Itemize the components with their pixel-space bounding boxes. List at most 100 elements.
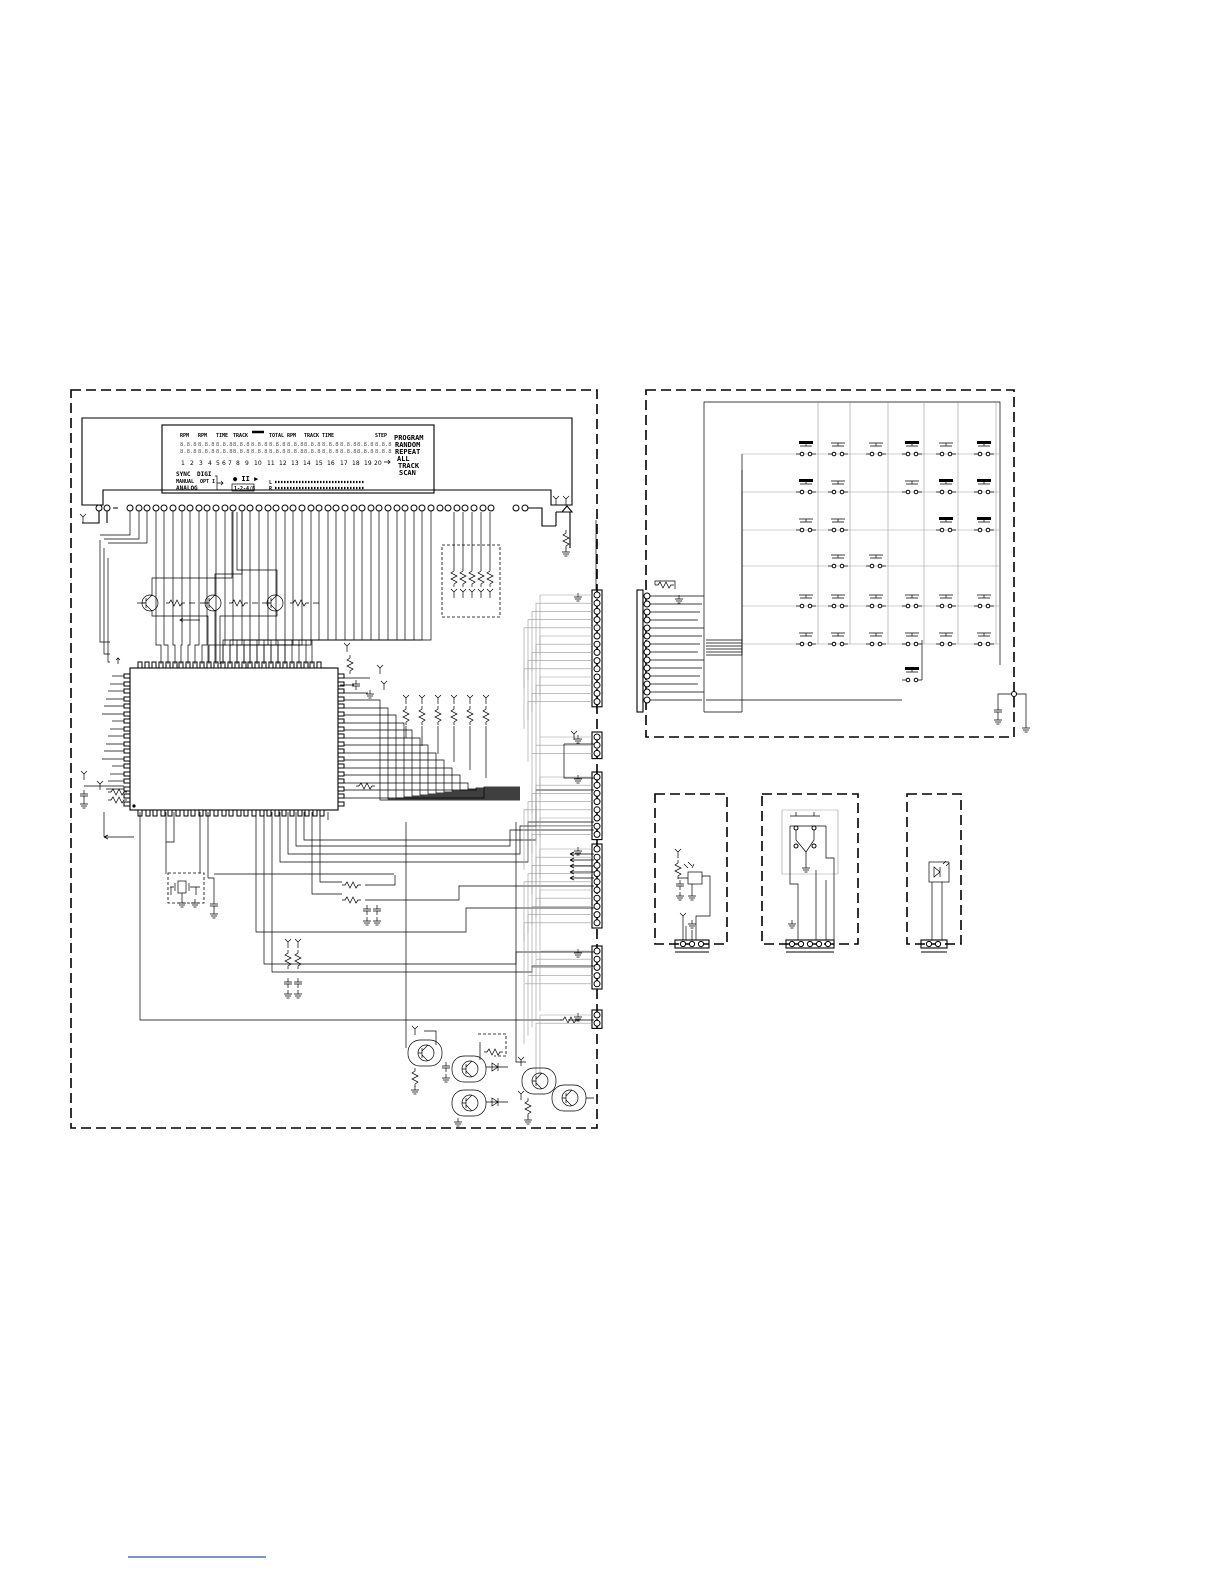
connector-pin [788,940,796,948]
play-symbols: ● II ▶ [233,475,259,483]
mode-opt: OPT I [200,479,215,485]
digit-number: 14 [303,460,311,467]
ground-symbol [573,734,583,744]
bus-wire [263,511,286,664]
connector-pin [593,814,601,822]
bus-wire [277,511,389,664]
tact-switch-icon [935,516,957,533]
switch-board-border [761,793,859,945]
connector-pin [593,830,601,838]
display-pin [393,504,401,512]
ic-pin [145,809,151,817]
ic-pin [160,809,166,817]
connector-pin [593,648,601,656]
connector-pin [593,733,601,741]
digit-number: 3 [199,460,203,467]
bus-wire [229,511,329,664]
ic-pin [337,756,345,762]
display-status-words: PROGRAM RANDOM REPEAT ALL TRACK SCAN [394,434,424,477]
connector-pin [593,789,601,797]
connector-pin [593,845,601,853]
ic-pin [312,809,318,817]
ground-symbol [573,592,583,602]
digit-number: 6 [222,460,226,467]
bus-wire [201,511,208,664]
connector-wire [569,851,594,857]
mode-manual: MANUAL [176,479,194,485]
ground-symbol [573,948,583,958]
ic-pin [337,681,345,687]
ic-right-wires [344,699,520,801]
connector-pin [593,911,601,919]
connector-wire [569,869,594,875]
bus-wire [180,511,183,664]
ic-pin [266,809,272,817]
ic-pin [337,741,345,747]
connector-wire [535,958,594,1020]
display-grid-label: RPM [180,433,189,439]
display-pin [212,504,220,512]
ic-pin [259,809,265,817]
ic-pin [337,696,345,702]
connector-pin [593,657,601,665]
ic-pin [337,748,345,754]
display-pin [281,504,289,512]
connector-wire [539,950,594,1011]
display-grid-label: TRACK [233,433,248,439]
connector-pin [925,940,933,948]
ic-right-wire [344,759,520,793]
svg-text:8.8.8: 8.8.8 [340,442,357,448]
bus-wire [155,511,162,664]
tact-switch-icon [935,478,957,495]
connector-pin [593,886,601,894]
matrix-wire [703,401,1001,712]
bus-wire [270,511,380,664]
connector-pin [593,781,601,789]
connector-wire [523,922,594,983]
ic-right-wire [344,787,520,791]
ic-left-wires [102,675,124,790]
ic-right-wire [344,786,520,799]
bus-wire [305,511,423,664]
digit-number: 7 [228,460,232,467]
display-pin [307,504,315,512]
connector-wire [535,856,594,918]
connector-wire [531,753,594,814]
connector-pin [593,607,601,615]
matrix-row-lead [706,566,743,650]
svg-text:8.8.8: 8.8.8 [198,442,215,448]
key-switch-matrix [703,401,1001,713]
connector-wire [539,1014,594,1075]
digit-number: 5 [216,460,220,467]
connector-pin [593,955,601,963]
matrix-wire [704,470,743,713]
connector-pin [593,902,601,910]
svg-text:8.8.8: 8.8.8 [287,442,304,448]
display-pin [229,504,237,512]
display-pin [195,504,203,512]
display-pin [186,504,194,512]
bus-wire [270,511,294,664]
switch-assembly [781,809,839,940]
display-pin [350,504,358,512]
ic-pin [337,786,345,792]
ic-pin [274,809,280,817]
led-assembly [928,860,950,940]
connector-wire [539,817,594,878]
connector-wire [539,848,594,909]
connector-pin [643,664,651,672]
ic-pin [213,809,219,817]
mode-digi: DIGI [197,471,212,478]
connector-wire [535,897,594,959]
crystal-oscillator-box [167,872,205,904]
digit-number: 17 [340,460,348,467]
connector-pin [815,940,823,948]
main-microcontroller-ic [129,667,339,811]
connector-wire [523,668,594,729]
display-pin [410,504,418,512]
ic-right-wire [344,707,520,800]
ic-pin [337,726,345,732]
display-pin [384,504,392,512]
connector-pin [593,980,601,988]
